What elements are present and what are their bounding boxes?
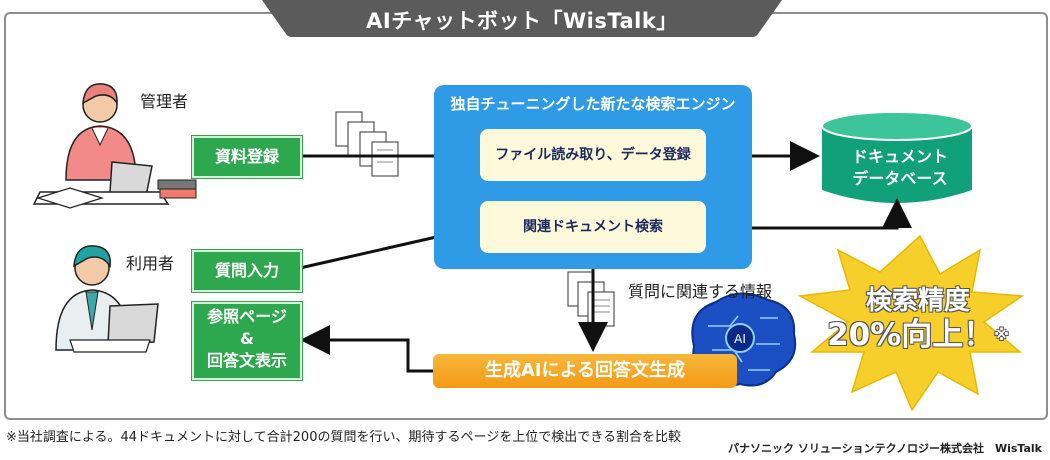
database-label-line-2: データベース <box>852 169 948 188</box>
title-banner-shape <box>262 0 782 37</box>
ai-badge-label: AI <box>734 332 746 346</box>
admin-illustration <box>32 83 197 209</box>
register-documents-button[interactable]: 資料登録 <box>192 136 302 178</box>
related-info-label: 質問に関連する情報 <box>628 282 773 301</box>
title-banner: AIチャットボット「WisTalk」 <box>262 0 782 38</box>
accuracy-line-1: 検索精度 <box>865 286 970 316</box>
arrow-generate-to-reference <box>300 325 433 373</box>
search-engine-title: 独自チューニングした新たな検索エンジン <box>450 95 736 113</box>
accuracy-highlight: 検索精度 20%向上！※ <box>808 284 1028 352</box>
user-illustration <box>55 245 159 353</box>
footnote: ※当社調査による。44ドキュメントに対して合計200の質問を行い、期待するページ… <box>6 430 681 445</box>
question-input-button[interactable]: 質問入力 <box>192 250 302 292</box>
reference-line-1: 参照ページ <box>207 307 287 326</box>
generate-answer-bar: 生成AIによる回答文生成 <box>433 354 737 388</box>
user-label: 利用者 <box>126 254 175 273</box>
search-engine-box: 独自チューニングした新たな検索エンジン ファイル読み取り、データ登録 関連ドキュ… <box>434 85 752 269</box>
reference-answer-button[interactable]: 参照ページ & 回答文表示 <box>192 302 302 380</box>
file-read-register-box: ファイル読み取り、データ登録 <box>480 129 706 181</box>
arrow-search-database <box>706 198 912 243</box>
reference-line-3: 回答文表示 <box>206 351 287 370</box>
database-label-line-1: ドキュメント <box>851 147 948 166</box>
reference-line-2: & <box>240 329 254 348</box>
document-stack-related <box>567 271 615 327</box>
related-document-search-box: 関連ドキュメント検索 <box>480 201 706 253</box>
document-stack-top <box>335 111 399 177</box>
credit-line: パナソニック ソリューションテクノロジー株式会社 WisTalk <box>728 442 1042 455</box>
starburst-badge <box>797 234 1025 412</box>
database-label: ドキュメント データベース <box>828 146 972 190</box>
database-cylinder <box>821 111 973 203</box>
admin-label: 管理者 <box>140 92 189 111</box>
accuracy-line-2: 20%向上！ <box>827 317 995 353</box>
accuracy-note-mark: ※ <box>994 326 1009 344</box>
diagram-title: AIチャットボット「WisTalk」 <box>366 9 678 33</box>
